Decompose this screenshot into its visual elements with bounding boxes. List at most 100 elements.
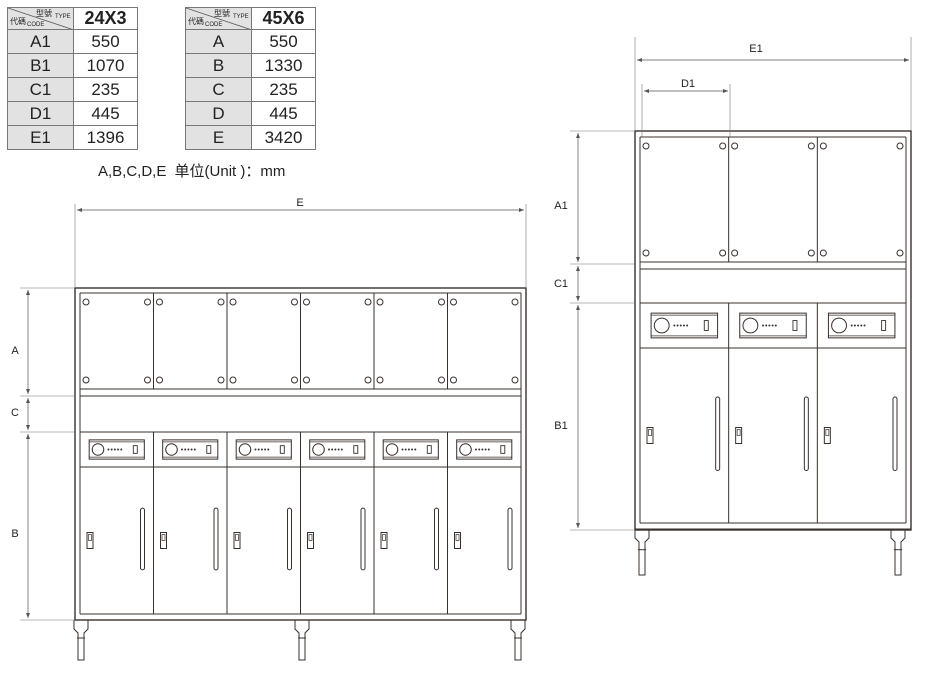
lock-icon — [307, 532, 314, 549]
indicator-dot-icon — [187, 448, 190, 451]
dimension-value: 235 — [73, 77, 138, 102]
control-panel — [309, 439, 366, 460]
indicator-dot-icon — [340, 448, 343, 451]
screw-icon — [896, 142, 904, 150]
model-name: 45X6 — [251, 7, 316, 30]
switch-icon — [206, 445, 212, 454]
lock-keyhole-icon — [161, 534, 166, 541]
indicator-dot-icon — [853, 324, 856, 327]
dimension-code: C — [185, 77, 252, 102]
screw-icon — [217, 298, 225, 306]
indicator-dot-icon — [260, 448, 263, 451]
dimension-value: 445 — [251, 101, 316, 126]
screw-icon — [156, 298, 163, 306]
indicator-dot-icon — [768, 324, 771, 327]
dimension-code: E — [185, 125, 252, 150]
door-handle — [892, 396, 898, 471]
indicator-dot-icon — [679, 324, 682, 327]
screw-icon — [82, 376, 90, 384]
screw-icon — [438, 376, 445, 384]
unit-note: A,B,C,D,E 单位(Unit )：mm — [98, 160, 289, 181]
screw-icon — [896, 249, 904, 257]
indicator-dot-icon — [474, 448, 477, 451]
indicator-dot-icon — [682, 324, 685, 327]
dimension-value: 1070 — [73, 53, 138, 78]
screw-icon — [719, 142, 727, 150]
screw-icon — [364, 376, 372, 384]
indicator-dot-icon — [850, 324, 853, 327]
dimension-code: B — [185, 53, 252, 78]
screw-icon — [807, 249, 815, 257]
code-cn: 代碼 — [10, 17, 26, 26]
lock-keyhole-icon — [648, 429, 652, 436]
dimension-value: 1330 — [251, 53, 316, 78]
indicator-dot-icon — [264, 448, 267, 451]
dial-knob-icon — [653, 317, 670, 334]
dimension-code: A1 — [7, 29, 74, 54]
indicator-dot-icon — [863, 324, 866, 327]
indicator-dot-icon — [762, 324, 765, 327]
screw-icon — [303, 376, 310, 384]
lock-keyhole-icon — [382, 534, 386, 541]
screw-icon — [819, 249, 827, 257]
lock-icon — [823, 427, 831, 444]
control-panel — [739, 312, 807, 339]
dim-label-a1: A1 — [554, 200, 567, 212]
lock-icon — [160, 532, 167, 549]
dim-label-b1: B1 — [554, 420, 567, 432]
indicator-dot-icon — [120, 448, 123, 451]
switch-icon — [353, 445, 359, 454]
indicator-dot-icon — [774, 324, 777, 327]
screw-icon — [642, 249, 650, 257]
dim-label-b: B — [11, 528, 18, 540]
lock-keyhole-icon — [88, 534, 92, 541]
dial-knob-icon — [831, 317, 847, 334]
screw-icon — [364, 298, 372, 306]
type-cn: 型號 — [36, 9, 52, 18]
screw-icon — [144, 376, 151, 384]
right-cabinet-outer-frame — [634, 130, 912, 531]
lock-icon — [735, 427, 743, 444]
screw-icon — [144, 298, 151, 306]
indicator-dot-icon — [765, 324, 768, 327]
indicator-dot-icon — [337, 448, 340, 451]
screw-icon — [217, 376, 225, 384]
switch-icon — [500, 445, 506, 454]
unit-label: 单位(Unit )：mm — [174, 163, 286, 180]
control-panel — [650, 312, 719, 339]
control-panel — [827, 312, 896, 339]
indicator-dot-icon — [857, 324, 860, 327]
switch-icon — [881, 320, 887, 331]
dim-label-e1: E1 — [749, 43, 762, 55]
control-panel — [162, 439, 219, 460]
indicator-dot-icon — [110, 448, 113, 451]
lock-keyhole-icon — [736, 429, 741, 436]
door-handle — [715, 396, 721, 471]
indicator-dot-icon — [257, 448, 260, 451]
dim-label-d1: D1 — [681, 78, 695, 90]
lock-icon — [380, 532, 388, 549]
dimension-code: D — [185, 101, 252, 126]
indicator-dot-icon — [113, 448, 116, 451]
indicator-dot-icon — [407, 448, 410, 451]
dial-knob-icon — [385, 443, 399, 456]
dimension-code: B1 — [7, 53, 74, 78]
dim-label-c: C — [11, 407, 19, 419]
screw-icon — [229, 376, 237, 384]
indicator-dot-icon — [117, 448, 120, 451]
screw-icon — [376, 298, 384, 306]
dial-knob-icon — [742, 317, 759, 334]
indicator-dot-icon — [267, 448, 270, 451]
screw-icon — [511, 376, 519, 384]
switch-icon — [792, 320, 798, 331]
indicator-dot-icon — [107, 448, 110, 451]
dial-knob-icon — [238, 443, 252, 456]
switch-icon — [279, 445, 285, 454]
